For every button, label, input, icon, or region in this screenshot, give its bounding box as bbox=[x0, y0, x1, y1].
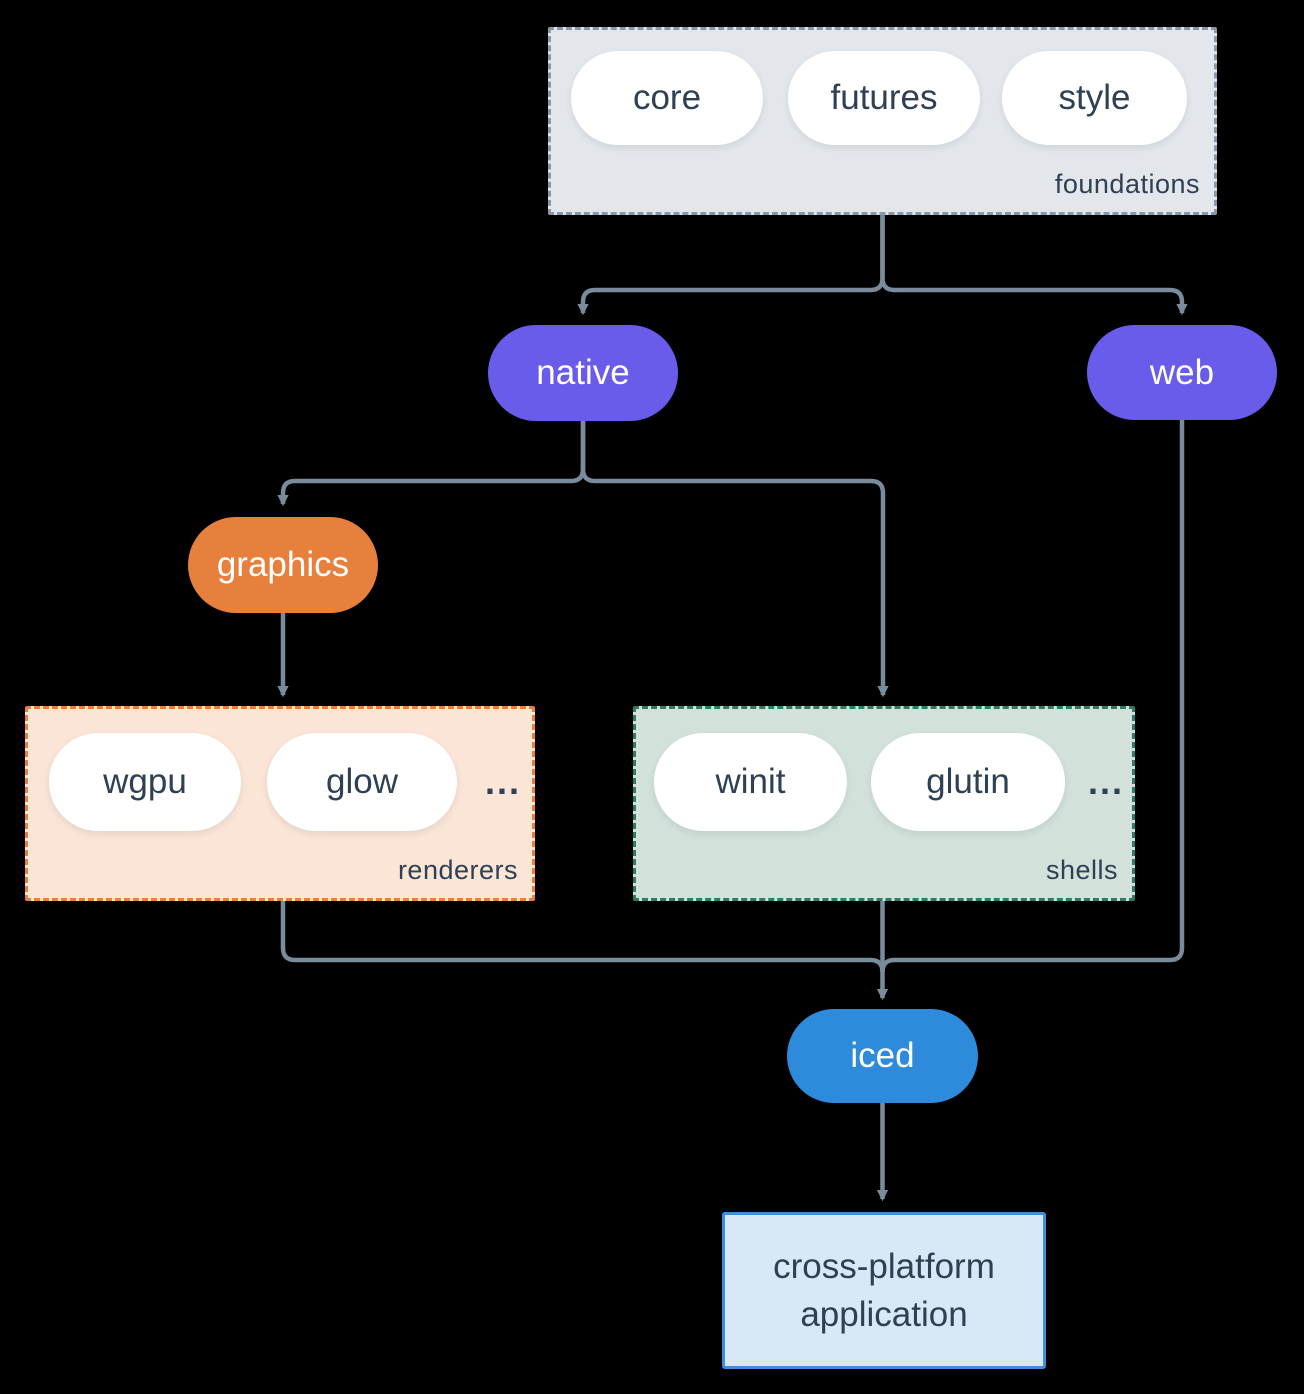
group-foundations: core futures style foundations bbox=[548, 27, 1217, 215]
group-label-renderers: renderers bbox=[397, 855, 518, 885]
node-web: web bbox=[1087, 325, 1277, 420]
node-iced: iced bbox=[787, 1009, 978, 1103]
node-glow: glow bbox=[267, 733, 457, 831]
edge-native-shells bbox=[580, 421, 889, 698]
node-style: style bbox=[1002, 51, 1187, 145]
node-futures: futures bbox=[788, 51, 980, 145]
node-native: native bbox=[488, 325, 678, 421]
node-wgpu: wgpu bbox=[49, 733, 241, 831]
node-core: core bbox=[571, 51, 763, 145]
group-renderers: wgpu glow ... renderers bbox=[25, 706, 535, 901]
node-cross-platform-application: cross-platform application bbox=[722, 1212, 1046, 1369]
group-label-shells: shells bbox=[1045, 855, 1118, 885]
application-label-line1: cross-platform bbox=[773, 1246, 995, 1286]
edge-foundations-web bbox=[880, 215, 1188, 316]
node-winit: winit bbox=[654, 733, 847, 831]
group-label-foundations: foundations bbox=[1054, 169, 1200, 199]
edge-native-graphics bbox=[277, 421, 586, 507]
application-label-line2: application bbox=[800, 1294, 968, 1334]
renderers-ellipsis: ... bbox=[484, 761, 521, 802]
node-glutin: glutin bbox=[871, 733, 1065, 831]
edge-foundations-native bbox=[577, 215, 885, 316]
shells-ellipsis: ... bbox=[1087, 761, 1124, 802]
node-graphics: graphics bbox=[188, 517, 378, 613]
edge-renderers-iced bbox=[280, 901, 885, 973]
group-shells: winit glutin ... shells bbox=[633, 706, 1135, 901]
